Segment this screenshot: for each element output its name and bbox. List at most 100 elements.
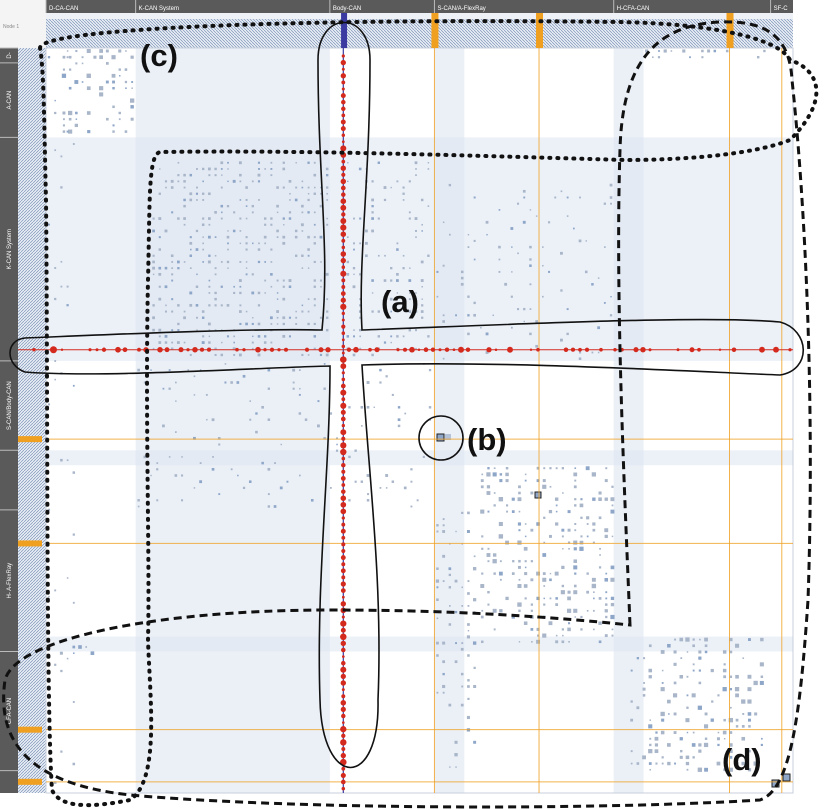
- matrix-cell: [214, 273, 217, 276]
- matrix-cell: [313, 236, 316, 239]
- highlight-link-dot: [60, 348, 64, 351]
- matrix-cell: [313, 260, 316, 264]
- matrix-cell: [661, 718, 665, 722]
- highlight-link-dot: [341, 615, 345, 619]
- matrix-cell: [562, 634, 564, 637]
- matrix-cell: [245, 236, 248, 239]
- matrix-cell: [66, 459, 69, 462]
- matrix-cell: [493, 628, 496, 631]
- matrix-cell: [282, 322, 285, 326]
- highlight-link-dot: [178, 347, 184, 353]
- matrix-cell: [245, 310, 248, 313]
- matrix-cell: [245, 248, 248, 251]
- highlight-link-dot: [32, 348, 36, 352]
- matrix-cell: [353, 217, 355, 220]
- matrix-cell: [307, 186, 310, 189]
- matrix-cell: [611, 535, 614, 538]
- matrix-cell: [397, 424, 401, 428]
- matrix-cell: [460, 647, 464, 651]
- matrix-cell: [761, 737, 763, 740]
- matrix-cell: [555, 510, 558, 513]
- circle-outline-b: [418, 415, 464, 461]
- matrix-cell: [171, 273, 174, 276]
- matrix-cell: [610, 602, 615, 607]
- matrix-cell: [346, 260, 350, 264]
- matrix-cell: [319, 235, 323, 239]
- matrix-cell: [211, 467, 215, 471]
- annotation-outlines: [2, 19, 819, 809]
- matrix-cell: [549, 572, 552, 575]
- highlight-link-dot: [341, 311, 345, 316]
- matrix-cell: [493, 504, 496, 507]
- matrix-cell: [239, 217, 242, 220]
- matrix-cell: [436, 617, 439, 620]
- matrix-cell: [177, 180, 180, 183]
- matrix-cell: [542, 553, 547, 557]
- highlight-link-dot: [340, 204, 347, 211]
- row-group-label: A-CAN: [7, 91, 13, 110]
- matrix-cell: [592, 528, 596, 532]
- matrix-cell: [574, 523, 577, 525]
- matrix-cell: [747, 712, 752, 716]
- matrix-cell: [317, 400, 320, 403]
- matrix-cell: [276, 236, 279, 239]
- matrix-cell: [560, 251, 563, 255]
- matrix-cell: [473, 555, 476, 558]
- matrix-cell: [236, 381, 240, 384]
- matrix-cell: [353, 273, 355, 276]
- highlight-link-dot: [341, 660, 346, 666]
- matrix-cell: [460, 276, 464, 280]
- matrix-cell: [371, 217, 374, 220]
- matrix-cell: [561, 584, 565, 588]
- matrix-cell: [131, 87, 133, 89]
- matrix-cell: [183, 261, 186, 263]
- matrix-cell: [156, 468, 159, 471]
- matrix-cell: [597, 277, 600, 279]
- matrix-cell: [131, 81, 134, 83]
- matrix-cell: [238, 353, 242, 357]
- matrix-cell: [691, 743, 696, 747]
- matrix-cell: [599, 547, 601, 550]
- matrix-cell: [529, 308, 532, 310]
- matrix-cell: [196, 199, 198, 201]
- matrix-cell: [202, 192, 205, 195]
- matrix-cell: [47, 56, 51, 59]
- matrix-cell: [72, 701, 75, 703]
- matrix-cell: [481, 473, 484, 476]
- matrix-cell: [586, 516, 590, 520]
- matrix-cell: [220, 353, 224, 357]
- matrix-cell: [373, 406, 375, 409]
- highlighted-cell-b: [436, 433, 445, 442]
- matrix-cell: [529, 245, 532, 249]
- matrix-cell: [143, 455, 147, 459]
- matrix-cell: [593, 628, 595, 631]
- column-group-label: S-CAN/A-FlexRay: [437, 6, 485, 12]
- matrix-cell: [548, 270, 551, 273]
- matrix-cell: [530, 528, 534, 532]
- highlight-link-dot: [341, 562, 346, 567]
- matrix-cell: [220, 161, 224, 165]
- matrix-cell: [377, 310, 381, 313]
- matrix-cell: [267, 505, 271, 508]
- matrix-cell: [660, 711, 665, 717]
- matrix-cell: [99, 49, 104, 53]
- matrix-cell: [610, 565, 615, 570]
- matrix-cell: [547, 221, 551, 224]
- highlight-link-dot: [340, 568, 346, 574]
- matrix-cell: [199, 369, 202, 371]
- matrix-cell: [183, 341, 186, 344]
- highlight-link-dot: [341, 456, 346, 461]
- matrix-cell: [257, 248, 261, 251]
- highlight-link-dot: [340, 224, 347, 231]
- matrix-cell: [137, 499, 140, 502]
- matrix-cell: [232, 229, 236, 233]
- label-a: (a): [381, 284, 419, 319]
- matrix-cell: [567, 541, 571, 544]
- matrix-cell: [201, 223, 205, 227]
- matrix-cell: [605, 467, 608, 470]
- matrix-cell: [294, 229, 298, 233]
- matrix-cell: [722, 650, 727, 654]
- matrix-cell: [152, 347, 155, 350]
- matrix-cell: [730, 706, 732, 709]
- matrix-cell: [112, 86, 115, 90]
